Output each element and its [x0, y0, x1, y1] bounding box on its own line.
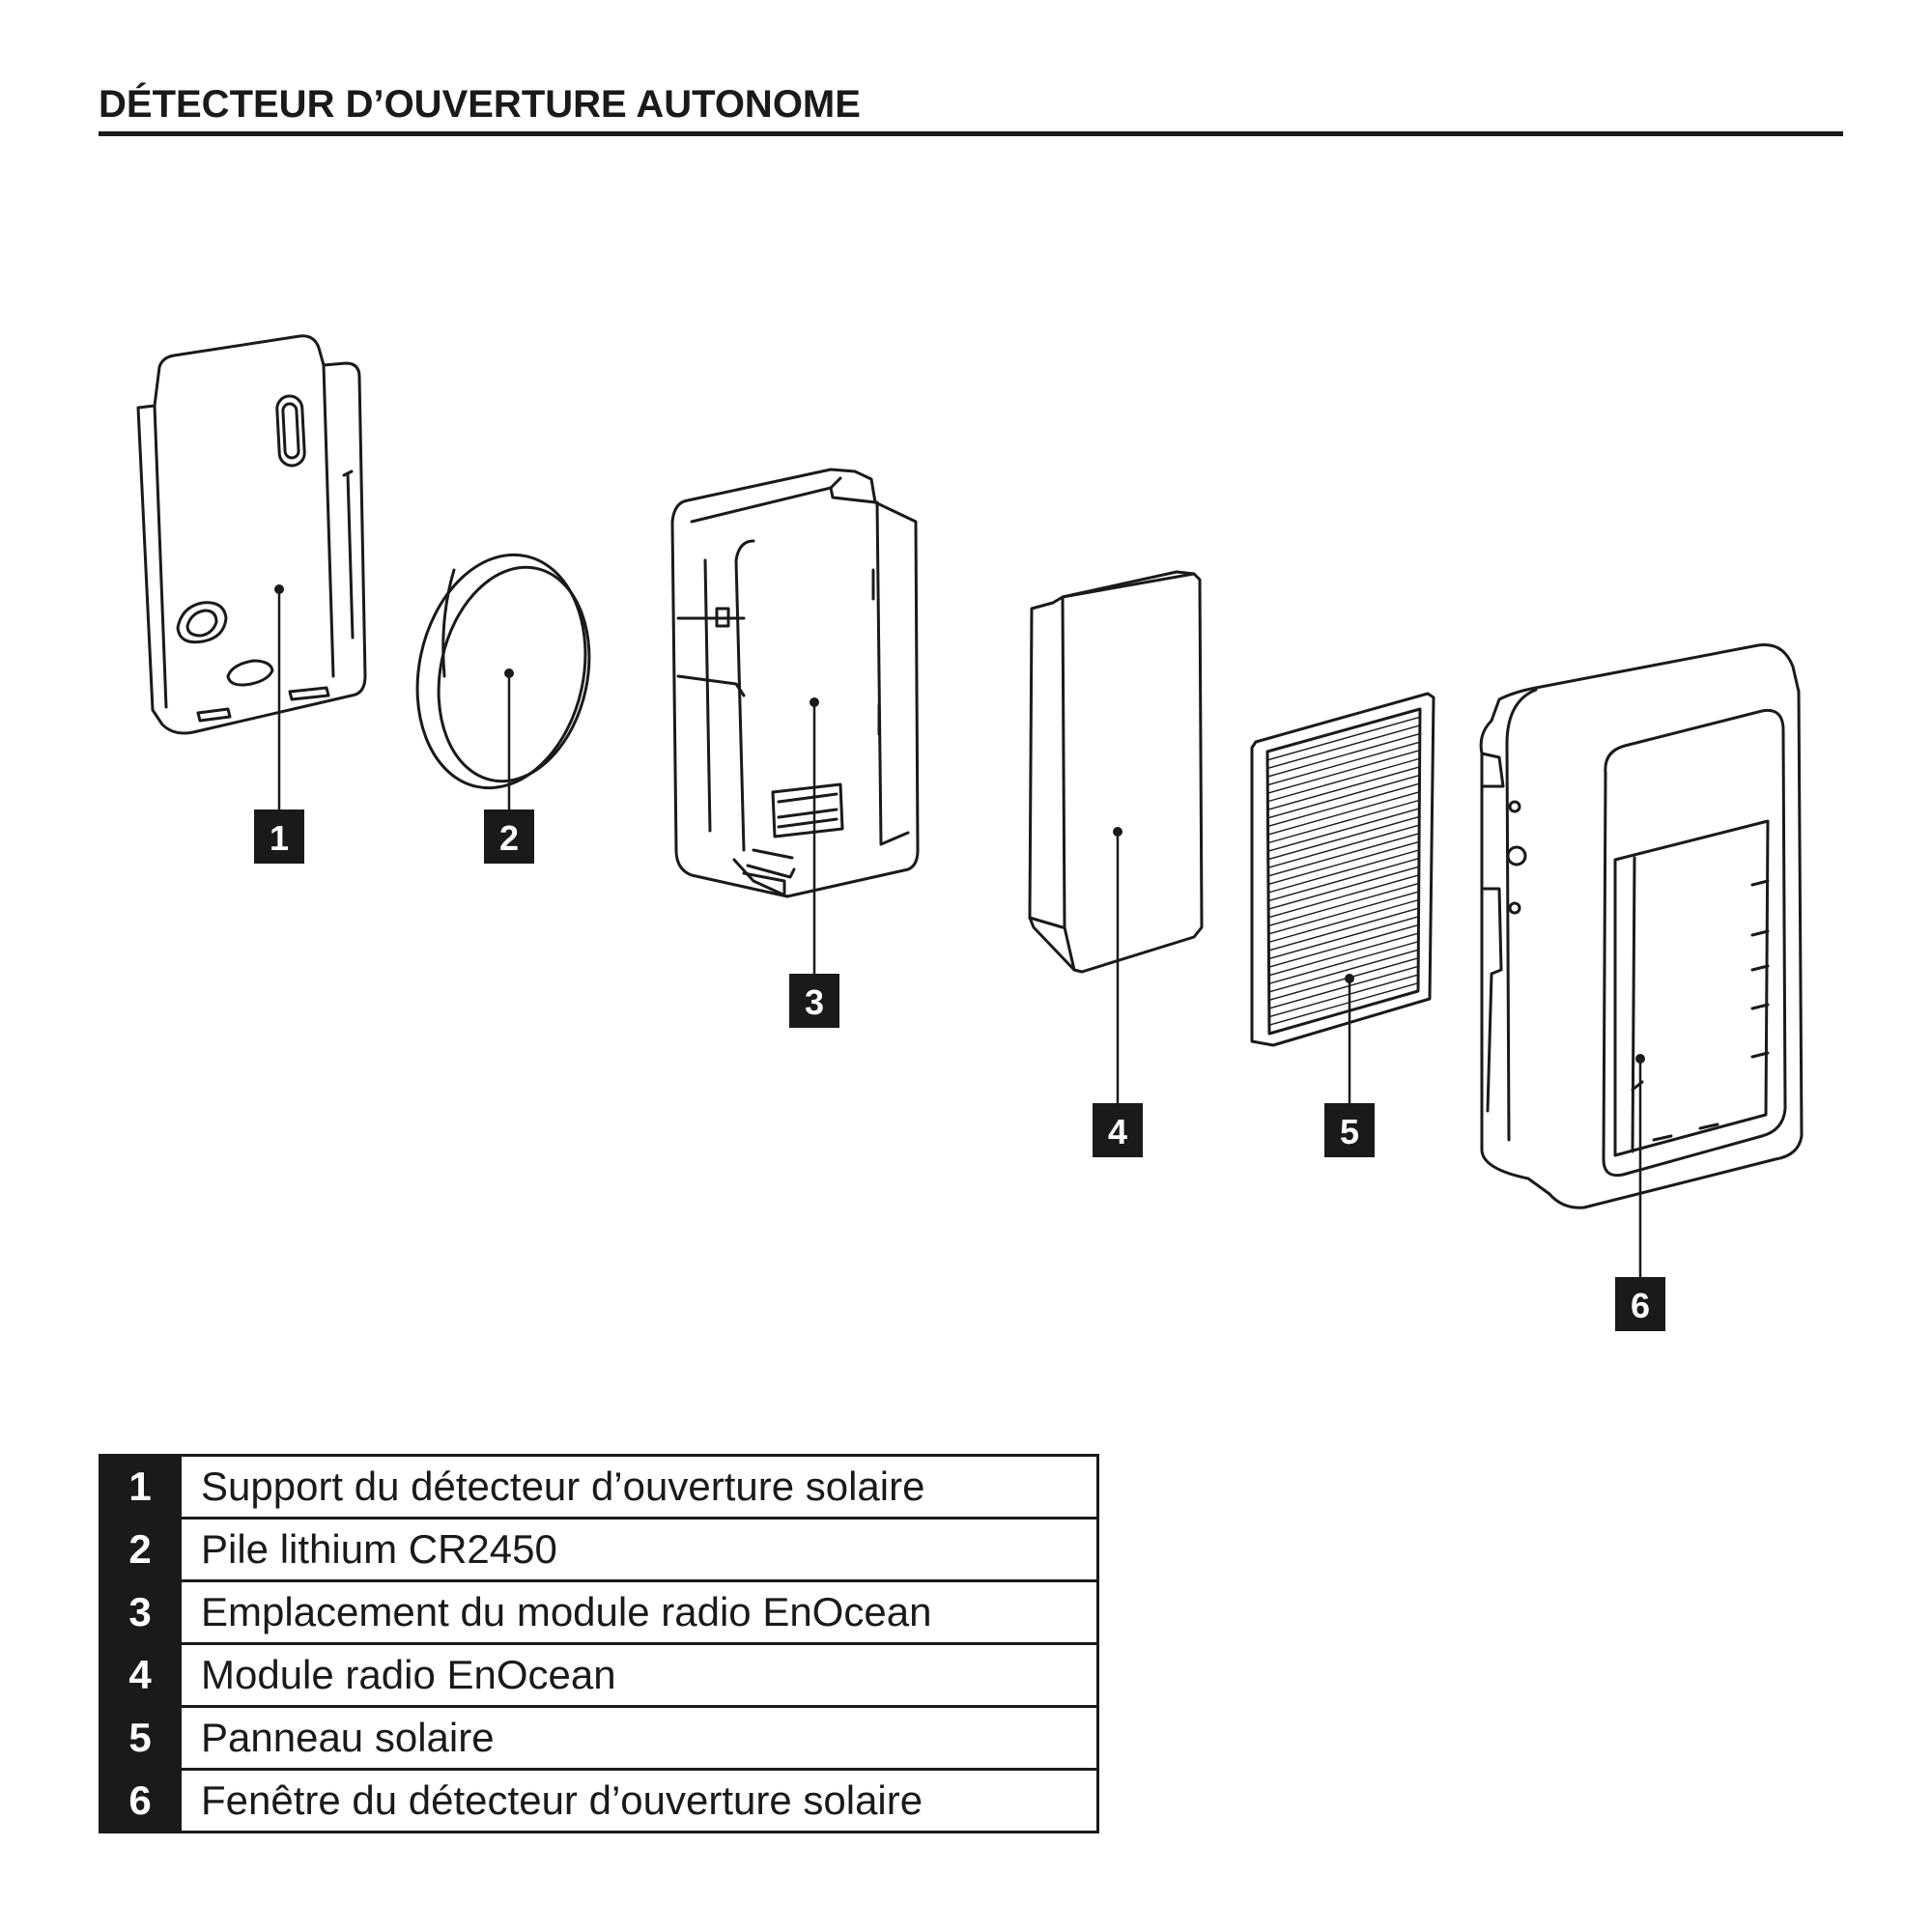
- callout-2: 2: [484, 810, 534, 864]
- part-2-battery: [415, 553, 591, 790]
- solar-cell-line: [1267, 716, 1420, 761]
- legend-row: 1 Support du détecteur d’ouverture solai…: [99, 1454, 1099, 1520]
- solar-cell-line: [1267, 981, 1420, 1027]
- solar-cell-line: [1267, 874, 1420, 919]
- solar-cell-line: [1267, 866, 1420, 910]
- leader-dots: [274, 584, 1645, 1064]
- legend-number: 6: [99, 1768, 182, 1833]
- legend-label: Fenêtre du détecteur d’ouverture solaire: [179, 1768, 1099, 1833]
- callout-5: 5: [1324, 1103, 1375, 1157]
- solar-cell-line: [1267, 824, 1420, 868]
- legend-row: 3 Emplacement du module radio EnOcean: [99, 1579, 1099, 1645]
- solar-cell-line: [1267, 965, 1420, 1009]
- solar-cell-line: [1267, 808, 1420, 852]
- solar-cell-line: [1267, 882, 1420, 927]
- solar-cell-line: [1267, 940, 1420, 985]
- solar-cell-line: [1267, 849, 1420, 894]
- part-3-housing: [670, 468, 920, 898]
- solar-cell-line: [1267, 956, 1420, 1002]
- legend-row: 4 Module radio EnOcean: [99, 1642, 1099, 1708]
- solar-cell-line: [1267, 898, 1420, 944]
- solar-cell-line: [1267, 766, 1420, 810]
- legend-number: 5: [99, 1705, 182, 1771]
- solar-cell-line: [1267, 791, 1420, 836]
- legend-number: 1: [99, 1454, 182, 1520]
- legend-label: Support du détecteur d’ouverture solaire: [179, 1454, 1099, 1520]
- legend-label: Pile lithium CR2450: [179, 1517, 1099, 1582]
- callout-number: 6: [1631, 1286, 1650, 1325]
- solar-cell-line: [1267, 916, 1420, 960]
- solar-cell-line: [1267, 907, 1420, 952]
- callout-1: 1: [254, 810, 304, 864]
- legend-number: 4: [99, 1642, 182, 1708]
- legend-row: 5 Panneau solaire: [99, 1705, 1099, 1771]
- part-5-solar-panel: [1250, 692, 1435, 1047]
- solar-cell-line: [1267, 724, 1420, 769]
- solar-cell-line: [1267, 775, 1420, 819]
- solar-cell-line: [1267, 949, 1420, 993]
- part-6-window-cover: [1479, 642, 1804, 1209]
- callout-6: 6: [1615, 1277, 1665, 1331]
- solar-cell-line: [1267, 840, 1420, 886]
- leader-lines: [277, 587, 1642, 1279]
- callout-number: 1: [270, 818, 289, 858]
- solar-cell-line: [1267, 932, 1420, 977]
- legend-number: 2: [99, 1517, 182, 1582]
- legend-label: Panneau solaire: [179, 1705, 1099, 1771]
- part-4-radio-module: [1028, 570, 1204, 974]
- legend-number: 3: [99, 1579, 182, 1645]
- callout-4: 4: [1093, 1103, 1143, 1157]
- part-1-support: [136, 334, 367, 735]
- solar-cell-line: [1267, 750, 1420, 794]
- callout-number: 4: [1108, 1112, 1127, 1151]
- solar-cell-line: [1267, 815, 1420, 861]
- solar-cell-line: [1267, 974, 1420, 1018]
- legend-row: 2 Pile lithium CR2450: [99, 1517, 1099, 1582]
- parts-legend-table: 1 Support du détecteur d’ouverture solai…: [99, 1454, 1099, 1833]
- solar-cell-line: [1267, 741, 1420, 786]
- solar-panel-cells: [1267, 716, 1420, 1027]
- callout-number: 3: [805, 982, 824, 1022]
- solar-cell-line: [1267, 857, 1420, 902]
- solar-cell-line: [1267, 799, 1420, 844]
- page-title: DÉTECTEUR D’OUVERTURE AUTONOME: [99, 83, 861, 126]
- callout-number: 2: [499, 818, 519, 858]
- solar-cell-line: [1267, 833, 1420, 877]
- title-underline: [99, 131, 1843, 136]
- solar-cell-line: [1267, 891, 1420, 935]
- callout-3: 3: [789, 974, 839, 1028]
- legend-label: Module radio EnOcean: [179, 1642, 1099, 1708]
- solar-cell-line: [1267, 733, 1420, 778]
- solar-cell-line: [1267, 782, 1420, 827]
- exploded-view-diagram: 1 2 3 4 5 6: [136, 334, 1804, 1331]
- legend-row: 6 Fenêtre du détecteur d’ouverture solai…: [99, 1768, 1099, 1833]
- callout-number: 5: [1340, 1112, 1359, 1151]
- solar-cell-line: [1267, 923, 1420, 968]
- solar-cell-line: [1267, 757, 1420, 803]
- legend-label: Emplacement du module radio EnOcean: [179, 1579, 1099, 1645]
